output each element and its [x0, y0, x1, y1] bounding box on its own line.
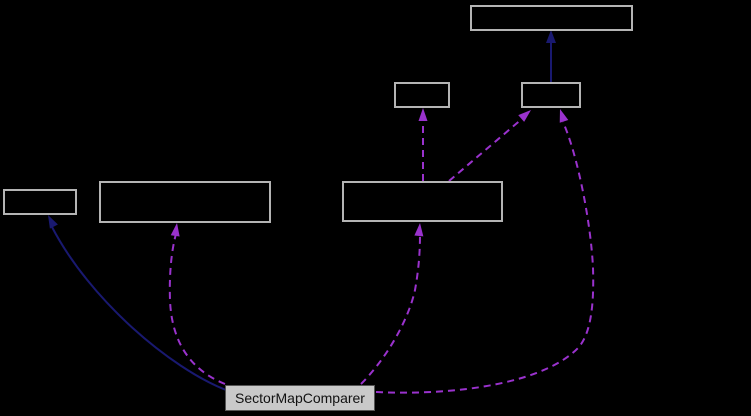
node-sectormapcomparer[interactable]: SectorMapComparer [225, 385, 375, 411]
edge-usage-main-to-midright [375, 109, 595, 394]
node-top-class[interactable] [470, 5, 633, 31]
edge-usage-center-to-midleft [418, 108, 428, 181]
edge-inheritance-main-to-leftsmall [48, 215, 227, 391]
edge-usage-center-to-midright [448, 110, 531, 182]
edge-usage-main-to-leftwide [168, 223, 226, 385]
node-mid-small-left-class[interactable] [394, 82, 450, 108]
node-left-wide-class[interactable] [99, 181, 271, 223]
node-center-class[interactable] [342, 181, 503, 222]
edge-inheritance-midright-to-top [546, 30, 556, 82]
node-mid-small-right-class[interactable] [521, 82, 581, 108]
node-sectormapcomparer-label: SectorMapComparer [235, 390, 365, 406]
edge-usage-main-to-center [360, 223, 424, 385]
node-left-small-class[interactable] [3, 189, 77, 215]
